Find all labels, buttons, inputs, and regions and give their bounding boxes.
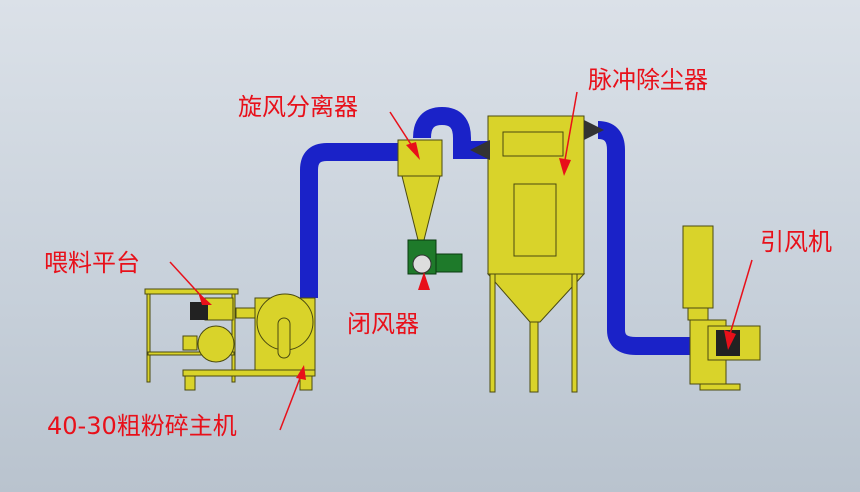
coarse-crusher [182,293,316,391]
airlock-valve [407,239,463,275]
label-mill: 40-30粗粉碎主机 [47,412,237,440]
pipe-cyclone-to-collector [413,106,490,159]
label-airlock: 闭风器 [347,310,419,338]
induced-draft-fan [682,225,761,391]
label-arrows [169,91,753,431]
label-fan: 引风机 [760,228,832,256]
pulse-dust-collector [470,115,604,393]
label-dust-collector: 脉冲除尘器 [588,66,708,94]
label-feeding-platform: 喂料平台 [44,249,140,277]
cyclone-separator [397,139,443,241]
pipe-collector-to-fan [597,121,690,355]
label-cyclone: 旋风分离器 [238,93,358,121]
pipe-mill-to-cyclone [300,143,402,298]
